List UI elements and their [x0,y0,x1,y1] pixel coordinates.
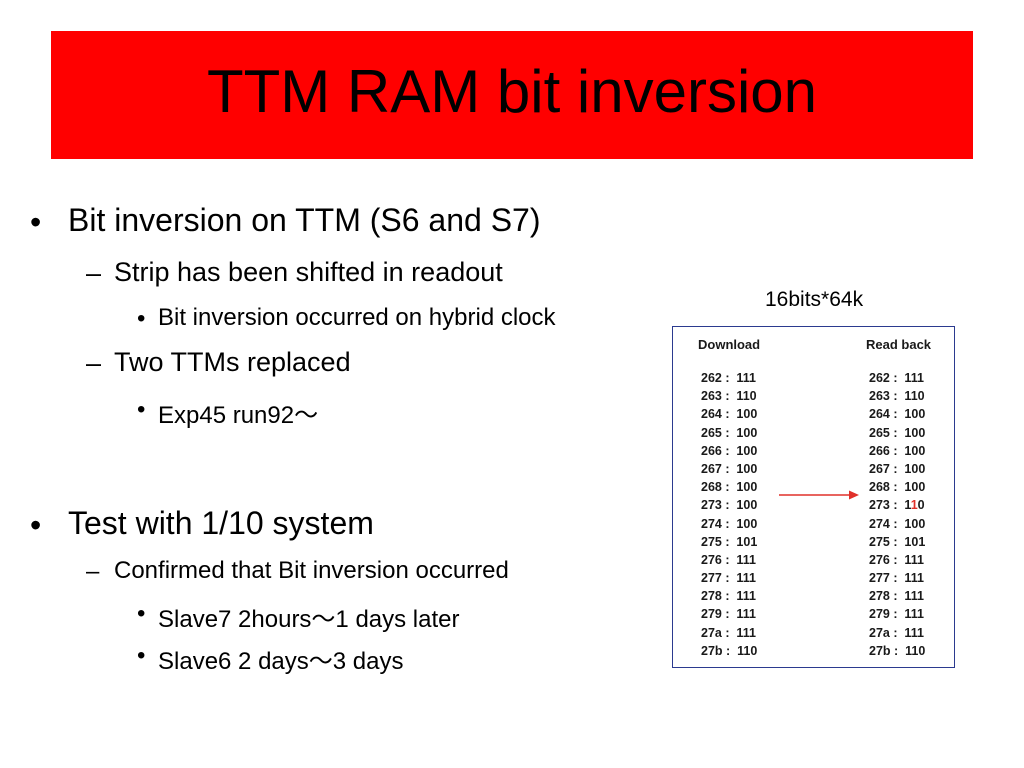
bullet-slave6: Slave6 2 days～3 days [158,648,404,675]
arrow-icon [779,490,859,500]
readback-row: 263 : 110 [869,389,925,404]
bullet-hybrid-clock: Bit inversion occurred on hybrid clock [158,304,556,331]
bullet-marker: – [86,558,100,585]
readback-header: Read back [866,337,932,352]
bullet-exp45-run92: Exp45 run92～ [158,402,319,429]
bullet-marker: • [30,507,42,543]
download-row: 279 : 111 [701,607,756,622]
readback-row: 266 : 100 [869,443,926,458]
readback-row: 262 : 111 [869,371,924,385]
readback-row: 27a : 111 [869,625,924,640]
bullet-confirmed-inversion: Confirmed that Bit inversion occurred [114,557,509,584]
download-row: 276 : 111 [701,552,756,567]
readback-row: 27b : 110 [869,643,926,658]
download-header: Download [698,337,761,352]
readback-row: 265 : 100 [869,425,926,440]
download-row: 27a : 111 [701,625,756,640]
bullet-marker: – [86,258,102,288]
bullet-bit-inversion-ttm: Bit inversion on TTM (S6 and S7) [68,202,541,238]
download-column: 262 : 111 263 : 110 264 : 100 265 : 100 266 … [701,369,757,660]
bullet-marker: – [86,348,102,378]
readback-row: 279 : 111 [869,607,924,622]
title-banner: TTM RAM bit inversion [51,31,973,159]
download-row: 262 : 111 [701,371,756,385]
download-row: 275 : 101 [701,534,758,549]
bullet-marker: • [30,204,42,240]
readback-row: 278 : 111 [869,589,924,604]
download-row: 277 : 111 [701,571,756,586]
readback-row: 264 : 100 [869,407,926,422]
readback-column: 262 : 111 263 : 110 264 : 100 265 : 100 266 … [869,369,925,660]
download-row: 273 : 100 [701,498,758,513]
readback-row: 267 : 100 [869,461,926,476]
download-row: 263 : 110 [701,389,757,404]
bullet-marker: • [137,305,146,332]
ram-comparison-table: Download Read back 262 : 111 263 : 110 264… [672,326,955,668]
download-row: 268 : 100 [701,480,758,495]
readback-row: 275 : 101 [869,534,926,549]
figure-caption: 16bits*64k [765,288,864,311]
bullet-strip-shifted: Strip has been shifted in readout [114,257,503,287]
bullet-marker: • [137,600,146,627]
readback-row: 273 : 110 [869,498,925,513]
download-row: 274 : 100 [701,516,758,531]
bullet-marker: • [137,396,146,423]
flipped-bit: 1 [910,498,918,513]
download-row: 278 : 111 [701,589,756,604]
bullet-test-1-10-system: Test with 1/10 system [68,505,374,541]
bullet-slave7: Slave7 2hours～1 days later [158,606,460,633]
download-row: 266 : 100 [701,443,758,458]
download-row: 27b : 110 [701,643,758,658]
readback-row: 277 : 111 [869,571,924,586]
readback-row: 274 : 100 [869,516,926,531]
bullet-marker: • [137,642,146,669]
download-row: 265 : 100 [701,425,758,440]
readback-row: 268 : 100 [869,480,926,495]
download-row: 264 : 100 [701,407,758,422]
readback-row: 276 : 111 [869,552,924,567]
bullet-two-ttms-replaced: Two TTMs replaced [114,347,351,377]
download-row: 267 : 100 [701,461,758,476]
slide-title: TTM RAM bit inversion [206,58,818,125]
